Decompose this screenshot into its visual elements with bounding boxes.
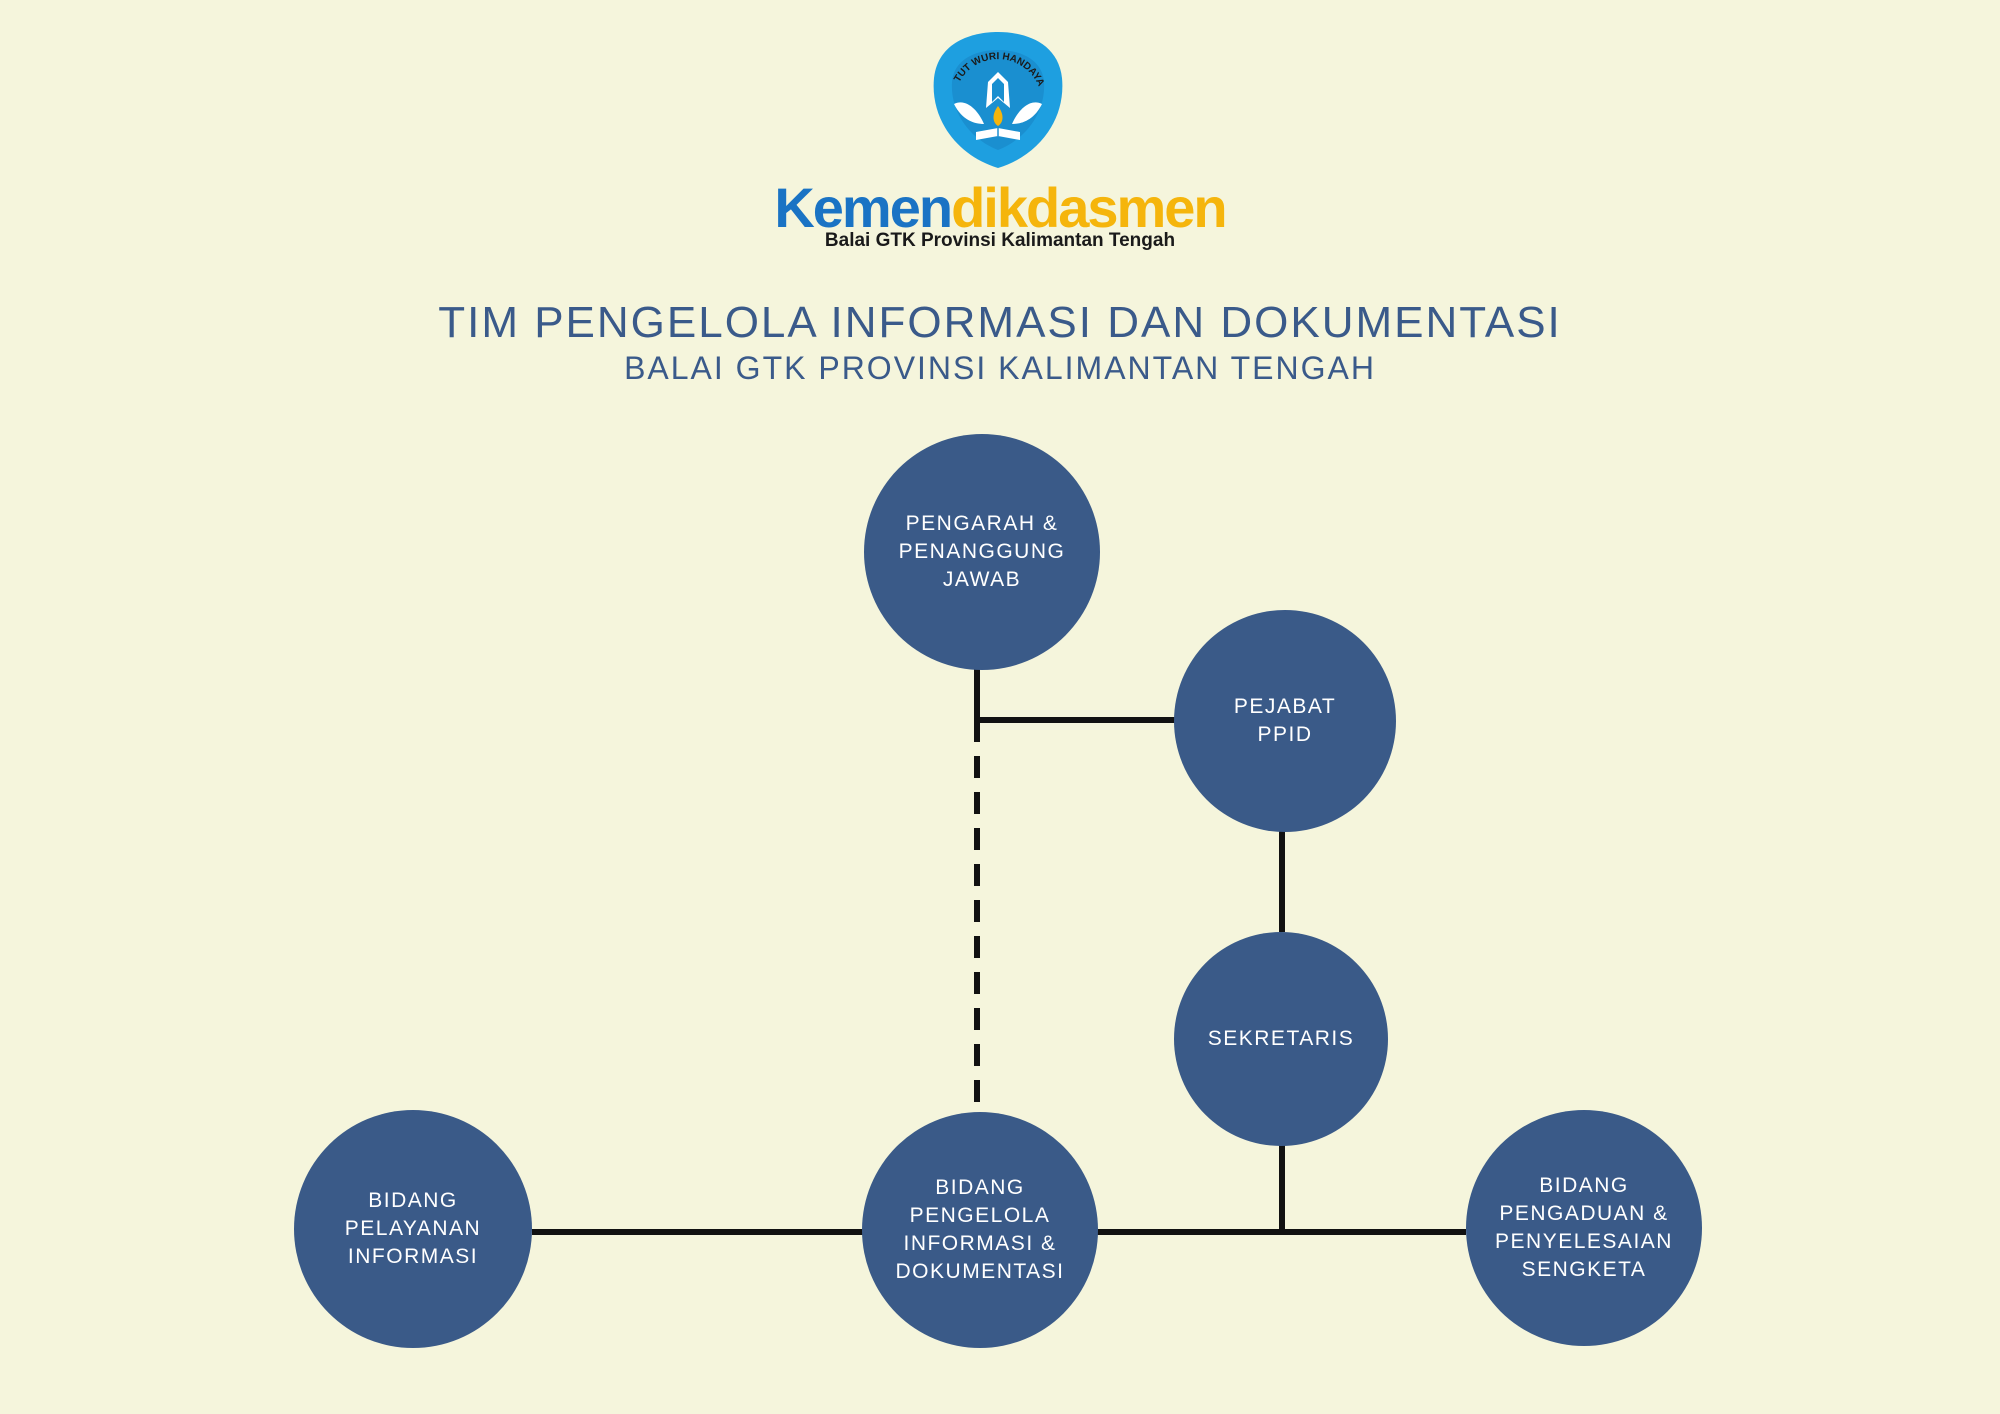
brand-name: Kemendikdasmen xyxy=(0,176,2000,240)
node-bidang-pengelola-informasi-dokumentasi: BIDANG PENGELOLA INFORMASI & DOKUMENTASI xyxy=(862,1112,1098,1348)
brand-name-part1: Kemen xyxy=(774,176,953,239)
node-pengarah-penanggung-jawab: PENGARAH & PENANGGUNG JAWAB xyxy=(864,434,1100,670)
diagram-title: TIM PENGELOLA INFORMASI DAN DOKUMENTASI xyxy=(438,298,1562,347)
node-sekretaris: SEKRETARIS xyxy=(1174,932,1388,1146)
node-pejabat-ppid: PEJABAT PPID xyxy=(1174,610,1396,832)
diagram-subtitle: BALAI GTK PROVINSI KALIMANTAN TENGAH xyxy=(624,350,1376,386)
node-bidang-pengaduan-penyelesaian-sengketa: BIDANG PENGADUAN & PENYELESAIAN SENGKETA xyxy=(1466,1110,1702,1346)
node-bidang-pelayanan-informasi: BIDANG PELAYANAN INFORMASI xyxy=(294,1110,532,1348)
brand-subtitle: Balai GTK Provinsi Kalimantan Tengah xyxy=(824,230,1176,251)
tut-wuri-handayani-logo: TUT WURI HANDAYANI xyxy=(926,28,1063,168)
brand-name-part2: dikdasmen xyxy=(951,176,1228,239)
